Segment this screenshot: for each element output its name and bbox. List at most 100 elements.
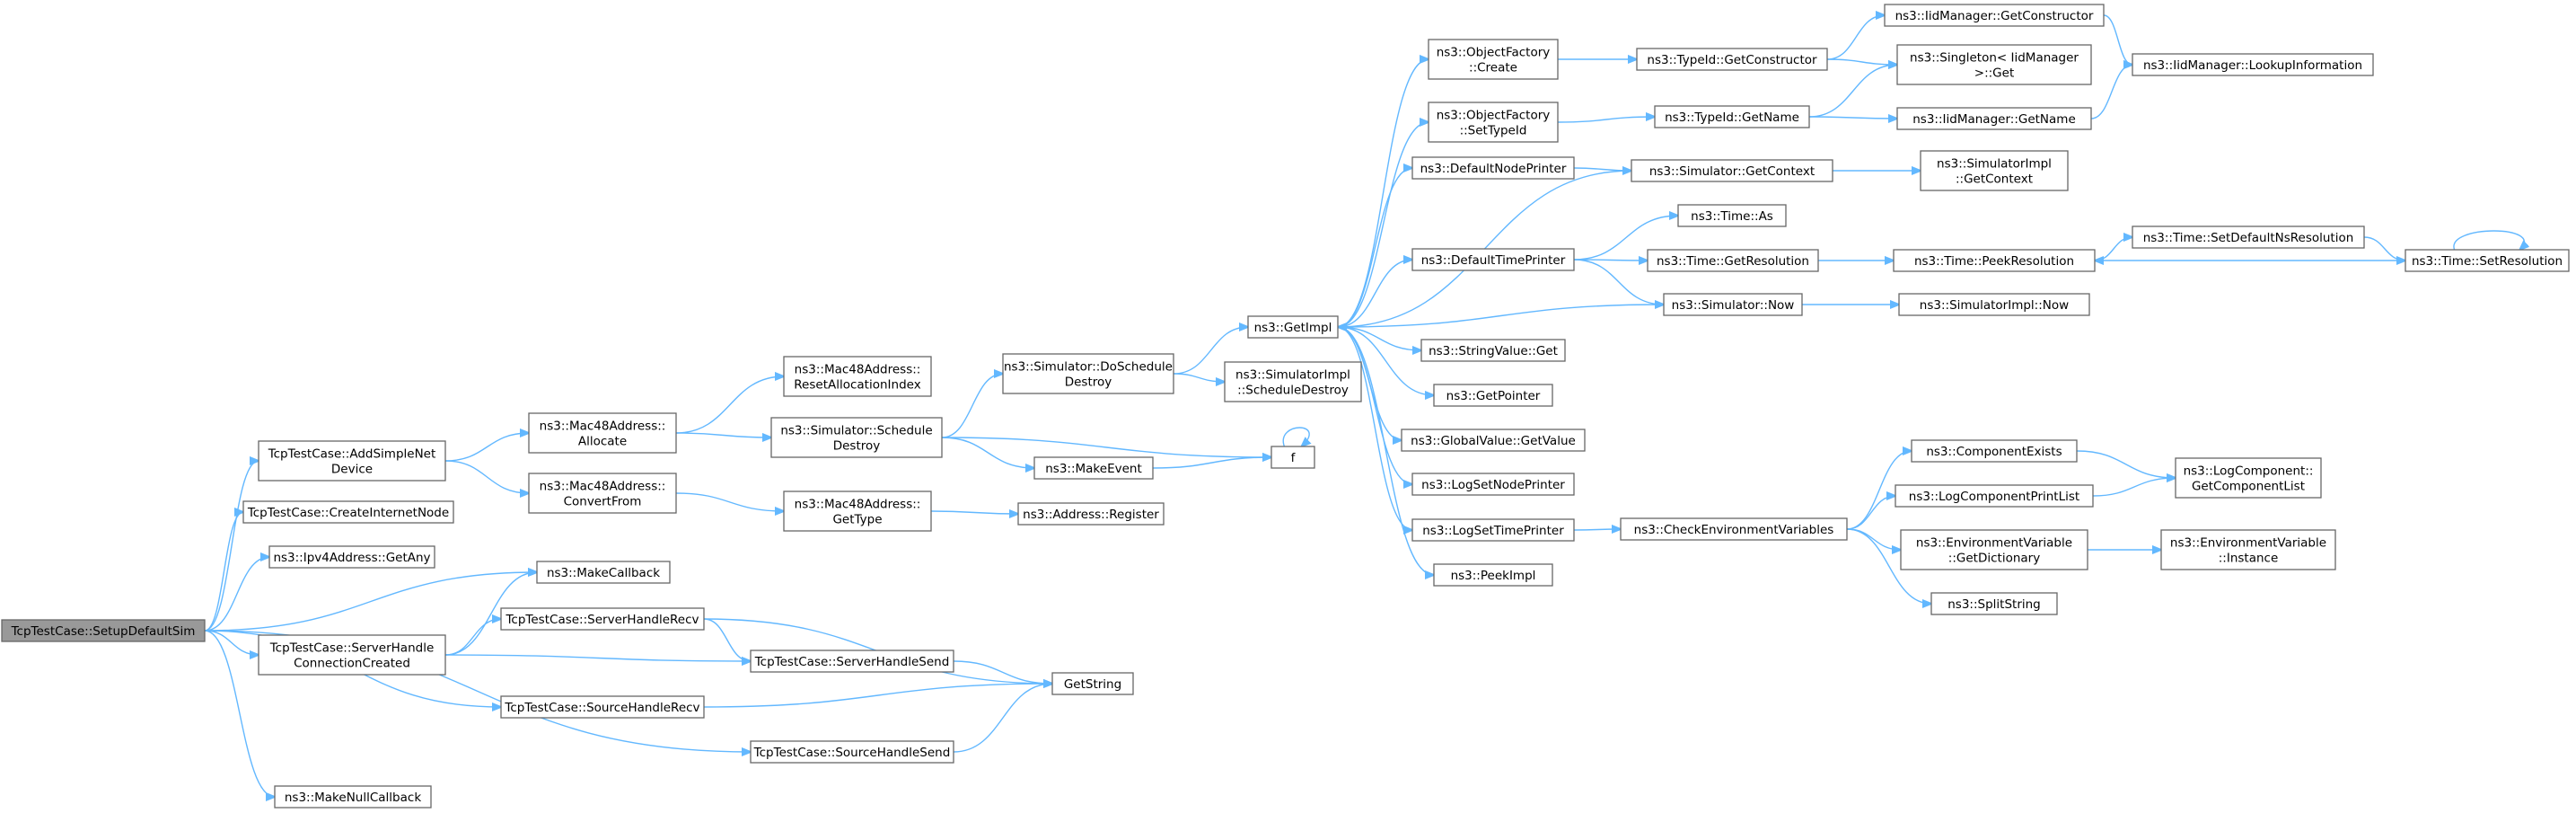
edge-root-to-makenull xyxy=(204,630,275,797)
edge-schedestroy-to-makeevent xyxy=(941,437,1034,468)
node-simimplctx[interactable]: ns3::SimulatorImpl::GetContext xyxy=(1920,150,2069,191)
edge-getimpl-to-stringvalue xyxy=(1337,326,1421,350)
node-label: ns3::EnvironmentVariable xyxy=(2170,536,2326,551)
node-f[interactable]: f xyxy=(1270,446,1315,469)
node-box xyxy=(1636,48,1828,71)
node-envinstance[interactable]: ns3::EnvironmentVariable::Instance xyxy=(2160,529,2336,570)
node-compexists[interactable]: ns3::ComponentExists xyxy=(1911,439,2078,463)
node-label: ns3::IidManager::GetName xyxy=(1912,112,2076,127)
node-label: ns3::CheckEnvironmentVariables xyxy=(1634,523,1834,537)
node-getpointer[interactable]: ns3::GetPointer xyxy=(1433,384,1553,407)
node-objcreate[interactable]: ns3::ObjectFactory::Create xyxy=(1428,39,1559,80)
node-defnodeprinter[interactable]: ns3::DefaultNodePrinter xyxy=(1411,156,1575,180)
node-serverconn[interactable]: TcpTestCase::ServerHandleConnectionCreat… xyxy=(258,634,446,676)
node-label: TcpTestCase::ServerHandleSend xyxy=(754,655,950,669)
node-label: GetComponentList xyxy=(2192,480,2305,494)
node-label: ns3::MakeEvent xyxy=(1045,462,1142,476)
node-makeevent[interactable]: ns3::MakeEvent xyxy=(1033,456,1154,480)
node-macreset[interactable]: ns3::Mac48Address::ResetAllocationIndex xyxy=(783,356,932,397)
edge-macalloc-to-schedestroy xyxy=(675,432,771,437)
node-box xyxy=(1920,150,2069,191)
node-iidlookup[interactable]: ns3::IidManager::LookupInformation xyxy=(2132,53,2374,76)
node-serversend[interactable]: TcpTestCase::ServerHandleSend xyxy=(750,650,954,673)
node-label: ns3::SimulatorImpl xyxy=(1235,368,1350,383)
edge-macgettype-to-addrregister xyxy=(930,511,1018,514)
node-globalvalue[interactable]: ns3::GlobalValue::GetValue xyxy=(1401,429,1586,452)
node-simimplsched[interactable]: ns3::SimulatorImpl::ScheduleDestroy xyxy=(1224,361,1362,402)
node-box xyxy=(1884,4,2105,27)
node-label: ns3::PeekImpl xyxy=(1451,569,1536,583)
edge-serverconn-to-serversend xyxy=(444,654,751,661)
edge-typeidgetctor-to-singleton xyxy=(1826,58,1897,65)
node-makecallback[interactable]: ns3::MakeCallback xyxy=(536,561,671,584)
node-makenull[interactable]: ns3::MakeNullCallback xyxy=(274,785,432,809)
node-getimpl[interactable]: ns3::GetImpl xyxy=(1247,315,1339,339)
node-timegetres[interactable]: ns3::Time::GetResolution xyxy=(1647,249,1819,272)
node-label: ns3::ObjectFactory xyxy=(1437,109,1551,123)
edge-root-to-createinternet xyxy=(204,512,243,632)
node-timesetres[interactable]: ns3::Time::SetResolution xyxy=(2405,249,2570,272)
node-ipv4any[interactable]: ns3::Ipv4Address::GetAny xyxy=(268,545,435,569)
node-typeidgetctor[interactable]: ns3::TypeId::GetConstructor xyxy=(1636,48,1828,71)
node-checkenv[interactable]: ns3::CheckEnvironmentVariables xyxy=(1620,517,1848,541)
node-simimplnow[interactable]: ns3::SimulatorImpl::Now xyxy=(1898,293,2090,316)
node-label: f xyxy=(1291,451,1297,465)
node-box xyxy=(1411,156,1575,180)
node-root[interactable]: TcpTestCase::SetupDefaultSim xyxy=(1,619,206,642)
edge-addsimple-to-macalloc xyxy=(444,433,529,462)
edge-getimpl-to-getpointer xyxy=(1337,326,1434,395)
node-simnow[interactable]: ns3::Simulator::Now xyxy=(1663,293,1803,316)
node-label: ns3::ObjectFactory xyxy=(1437,46,1551,60)
node-label: ns3::Time::SetResolution xyxy=(2412,254,2563,269)
node-singleton[interactable]: ns3::Singleton< IidManager >::Get xyxy=(1896,44,2092,85)
node-stringvalue[interactable]: ns3::StringValue::Get xyxy=(1420,339,1566,362)
node-box xyxy=(1631,159,1833,182)
node-serverrecv[interactable]: TcpTestCase::ServerHandleRecv xyxy=(500,607,705,631)
node-sourcesend[interactable]: TcpTestCase::SourceHandleSend xyxy=(750,740,954,764)
node-typeidgetname[interactable]: ns3::TypeId::GetName xyxy=(1654,105,1810,128)
edge-root-to-ipv4any xyxy=(204,557,269,632)
node-deftimeprinter[interactable]: ns3::DefaultTimePrinter xyxy=(1411,248,1575,271)
node-simgetcontext[interactable]: ns3::Simulator::GetContext xyxy=(1631,159,1833,182)
node-label: ns3::LogComponent:: xyxy=(2184,464,2314,479)
node-box xyxy=(783,356,932,397)
node-peekimpl[interactable]: ns3::PeekImpl xyxy=(1433,563,1553,587)
edge-checkenv-to-envgetdict xyxy=(1846,528,1901,550)
node-label: ConvertFrom xyxy=(564,495,642,509)
node-logcompprint[interactable]: ns3::LogComponentPrintList xyxy=(1895,484,2094,508)
node-label: TcpTestCase::AddSimpleNet xyxy=(268,447,436,462)
node-timepeekres[interactable]: ns3::Time::PeekResolution xyxy=(1893,249,2096,272)
node-setdefaultres[interactable]: ns3::Time::SetDefaultNsResolution xyxy=(2132,225,2365,249)
node-envgetdict[interactable]: ns3::EnvironmentVariable::GetDictionary xyxy=(1900,529,2088,570)
node-schedestroy[interactable]: ns3::Simulator::ScheduleDestroy xyxy=(770,417,943,458)
node-lognodeprinter[interactable]: ns3::LogSetNodePrinter xyxy=(1411,473,1575,496)
node-box xyxy=(1893,249,2096,272)
node-iidgetctor[interactable]: ns3::IidManager::GetConstructor xyxy=(1884,4,2105,27)
node-box xyxy=(1017,502,1165,526)
node-addrregister[interactable]: ns3::Address::Register xyxy=(1017,502,1165,526)
node-splitstring[interactable]: ns3::SplitString xyxy=(1930,592,2058,615)
node-getstring[interactable]: GetString xyxy=(1051,672,1134,695)
node-macconvert[interactable]: ns3::Mac48Address::ConvertFrom xyxy=(528,473,677,514)
node-box xyxy=(1051,672,1134,695)
node-createinternet[interactable]: TcpTestCase::CreateInternetNode xyxy=(242,500,454,524)
node-sourcerecv[interactable]: TcpTestCase::SourceHandleRecv xyxy=(500,695,705,719)
node-objsettype[interactable]: ns3::ObjectFactory::SetTypeId xyxy=(1428,102,1559,143)
node-label: ::GetContext xyxy=(1956,172,2033,187)
node-logcompgetlist[interactable]: ns3::LogComponent::GetComponentList xyxy=(2175,457,2322,499)
edge-iidgetname-to-iidlookup xyxy=(2090,65,2132,119)
node-timeas[interactable]: ns3::Time::As xyxy=(1677,204,1787,227)
node-macgettype[interactable]: ns3::Mac48Address::GetType xyxy=(783,490,932,532)
node-iidgetname[interactable]: ns3::IidManager::GetName xyxy=(1896,107,2092,130)
edge-getimpl-to-deftimeprinter xyxy=(1337,260,1412,328)
node-box xyxy=(1411,473,1575,496)
node-macalloc[interactable]: ns3::Mac48Address::Allocate xyxy=(528,412,677,454)
node-label: Destroy xyxy=(833,439,881,454)
node-label: ns3::Simulator::Schedule xyxy=(780,424,932,438)
edge-doschedule-to-getimpl xyxy=(1173,327,1248,375)
node-box xyxy=(500,695,705,719)
node-logtimeprinter[interactable]: ns3::LogSetTimePrinter xyxy=(1411,518,1575,542)
node-box xyxy=(2160,529,2336,570)
